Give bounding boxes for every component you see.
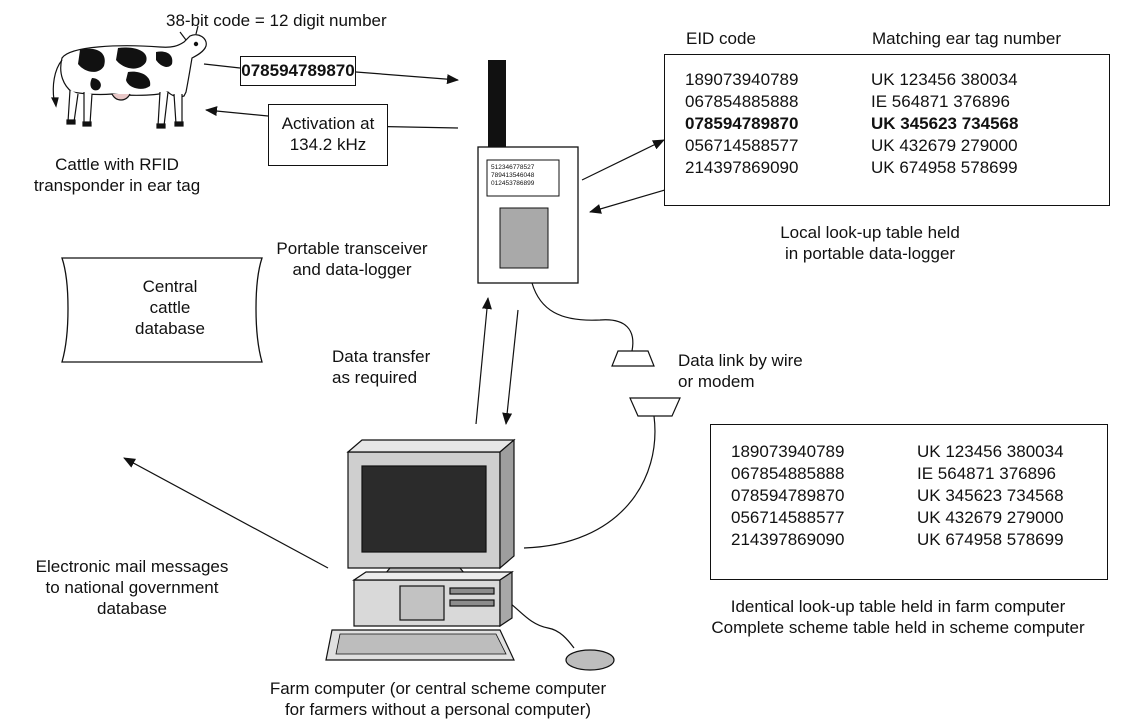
screen-line: 512346778527 (491, 164, 535, 171)
tag-code-text: 078594789870 (241, 61, 355, 80)
activation-box: Activation at 134.2 kHz (268, 104, 388, 166)
transceiver-label: Portable transceiver and data-logger (276, 239, 428, 279)
activation-text: Activation at 134.2 kHz (281, 114, 375, 154)
local-lookup-table: 189073940789 UK 123456 380034 06785488588… (664, 54, 1110, 206)
code-caption: 38-bit code = 12 digit number (166, 11, 387, 30)
local-table-header-eid: EID code (686, 29, 756, 48)
computer-icon (325, 438, 615, 671)
data-transfer-label: Data transfer as required (332, 347, 431, 387)
eid-cell: 056714588577 (731, 508, 845, 527)
database-label: Central cattle database (135, 277, 205, 338)
eid-cell: 189073940789 (731, 442, 845, 461)
database-shape (61, 257, 263, 363)
eid-cell: 214397869090 (685, 158, 799, 177)
transceiver-device (477, 60, 579, 284)
data-link-connectors (611, 350, 681, 417)
computer-label: Farm computer (or central scheme compute… (269, 679, 607, 719)
screen-line: 012453786899 (491, 180, 535, 187)
local-table-caption: Local look-up table held in portable dat… (780, 223, 960, 263)
cables (505, 282, 656, 649)
tag-cell: UK 345623 734568 (917, 486, 1064, 505)
screen-line: 789413546048 (491, 172, 535, 179)
eid-cell: 056714588577 (685, 136, 799, 155)
cow-icon (51, 25, 207, 129)
tag-cell: IE 564871 376896 (871, 92, 1010, 111)
tag-cell: UK 432679 279000 (917, 508, 1064, 527)
transceiver-screen: 512346778527 789413546048 012453786899 (491, 164, 534, 188)
eid-cell: 067854885888 (731, 464, 845, 483)
local-table-header-tag: Matching ear tag number (872, 29, 1061, 48)
tag-cell: UK 345623 734568 (871, 114, 1019, 133)
email-label: Electronic mail messages to national gov… (35, 557, 229, 618)
farm-table-caption: Identical look-up table held in farm com… (711, 597, 1085, 637)
farm-lookup-table: 189073940789 UK 123456 380034 06785488588… (710, 424, 1108, 580)
eid-cell: 078594789870 (731, 486, 845, 505)
tag-cell: UK 432679 279000 (871, 136, 1018, 155)
antenna-icon (488, 60, 506, 148)
cattle-label: Cattle with RFID transponder in ear tag (33, 155, 201, 195)
eid-cell: 078594789870 (685, 114, 799, 133)
eid-cell: 189073940789 (685, 70, 799, 89)
tag-cell: UK 674958 578699 (917, 530, 1064, 549)
tag-cell: UK 123456 380034 (917, 442, 1064, 461)
eid-cell: 214397869090 (731, 530, 845, 549)
data-link-label: Data link by wire or modem (678, 351, 803, 391)
tag-code-box: 078594789870 (240, 56, 356, 86)
tag-cell: UK 123456 380034 (871, 70, 1018, 89)
tag-cell: UK 674958 578699 (871, 158, 1018, 177)
eid-cell: 067854885888 (685, 92, 799, 111)
tag-cell: IE 564871 376896 (917, 464, 1056, 483)
